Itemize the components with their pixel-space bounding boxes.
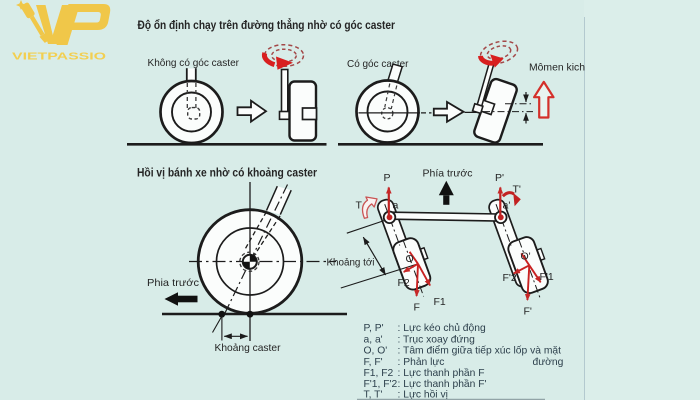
svg-text:O': O' <box>521 251 531 263</box>
svg-text:F1, F2: F1, F2 <box>364 368 394 379</box>
svg-text:P, P': P, P' <box>364 323 384 334</box>
svg-text:: Lực kéo chủ động: : Lực kéo chủ động <box>398 322 486 334</box>
svg-text:P': P' <box>495 172 504 184</box>
svg-text:VIETPASSIO: VIETPASSIO <box>12 51 106 63</box>
svg-text:F1: F1 <box>434 296 446 308</box>
svg-text:: Trục xoay đứng: : Trục xoay đứng <box>398 334 476 345</box>
svg-text:Có góc caster: Có góc caster <box>347 59 409 70</box>
svg-text:T, T': T, T' <box>364 390 383 400</box>
svg-text:T: T <box>356 200 363 212</box>
svg-text:Mômen kich: Mômen kich <box>529 63 585 74</box>
svg-text:: Lực hồi vị: : Lực hồi vị <box>398 389 448 400</box>
svg-text:Phía trước: Phía trước <box>423 169 473 180</box>
svg-text:: Tâm điểm giữa tiếp xúc lốp v: : Tâm điểm giữa tiếp xúc lốp và mặt <box>398 345 562 357</box>
svg-text:Không có góc caster: Không có góc caster <box>148 58 240 69</box>
svg-text:Khoảng tới: Khoảng tới <box>327 258 375 269</box>
svg-text:: Lực thanh phần F': : Lực thanh phần F' <box>398 378 487 390</box>
svg-text:F'2: F'2 <box>503 272 517 284</box>
svg-text:O, O': O, O' <box>364 346 388 357</box>
svg-text:Độ ổn định chạy trên đường thẳ: Độ ổn định chạy trên đường thẳng nhờ có … <box>138 17 396 32</box>
svg-text:: Phản lực: : Phản lực <box>398 357 445 368</box>
svg-text:F'1, F'2: F'1, F'2 <box>364 379 398 390</box>
svg-text:F, F': F, F' <box>364 357 383 368</box>
svg-text:a, a': a, a' <box>364 334 383 345</box>
svg-text:P: P <box>384 172 391 184</box>
svg-text:T': T' <box>513 184 521 196</box>
svg-text:F: F <box>414 302 420 314</box>
svg-text:Khoảng caster: Khoảng caster <box>215 343 282 354</box>
svg-text:F'1: F'1 <box>540 271 554 283</box>
svg-text:: Lực thanh phần F: : Lực thanh phần F <box>398 367 485 379</box>
svg-text:F': F' <box>524 306 532 318</box>
svg-text:Hồi vị bánh xe nhờ có khoảng c: Hồi vị bánh xe nhờ có khoảng caster <box>137 165 317 179</box>
svg-text:F2: F2 <box>398 277 410 289</box>
svg-text:a: a <box>393 200 399 212</box>
svg-text:O: O <box>406 253 414 265</box>
svg-text:đường: đường <box>533 357 564 368</box>
svg-text:Phia trước: Phia trước <box>147 278 199 289</box>
svg-text:a': a' <box>503 200 511 212</box>
